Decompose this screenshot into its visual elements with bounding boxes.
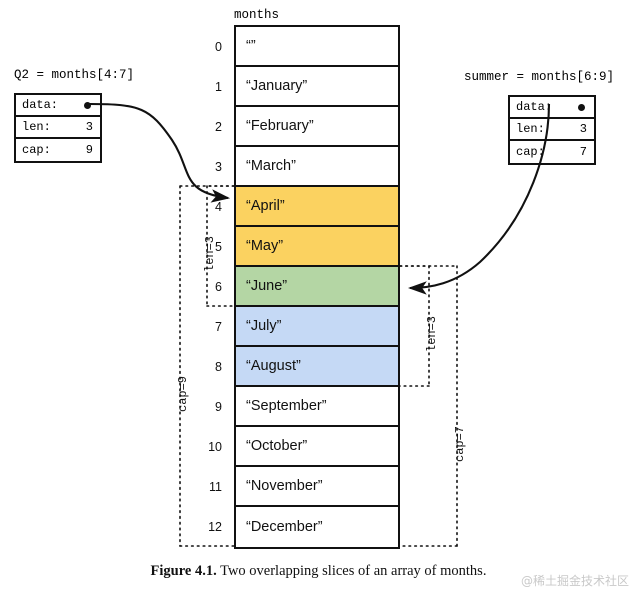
array-cell: “October” xyxy=(236,427,398,467)
q2-field-data-key: data: xyxy=(22,98,59,112)
q2-field-cap-key: cap: xyxy=(22,143,51,157)
pointer-dot-icon xyxy=(84,101,91,109)
array-cell-value: “” xyxy=(246,38,256,54)
array-index-label: 7 xyxy=(215,320,222,334)
array-cell-value: “April” xyxy=(246,198,285,214)
array-cell-value: “September” xyxy=(246,398,327,414)
array-cell: “January” xyxy=(236,67,398,107)
q2-field-len-value: 3 xyxy=(85,120,93,134)
array-cell-value: “October” xyxy=(246,438,308,454)
array-cell: “March” xyxy=(236,147,398,187)
summer-field-cap: cap: 7 xyxy=(510,141,594,163)
array-cell: “June” xyxy=(236,267,398,307)
summer-field-data: data: xyxy=(510,97,594,119)
array-cell-value: “August” xyxy=(246,358,301,374)
summer-slice-title: summer = months[6:9] xyxy=(464,70,615,84)
array-cell-value: “November” xyxy=(246,478,323,494)
q2-field-cap: cap: 9 xyxy=(16,139,100,161)
array-cell: “September” xyxy=(236,387,398,427)
q2-slice-struct: data: len: 3 cap: 9 xyxy=(14,93,102,163)
q2-field-data: data: xyxy=(16,95,100,117)
array-cell-value: “July” xyxy=(246,318,282,334)
array-cell: “July” xyxy=(236,307,398,347)
figure-caption: Figure 4.1. Two overlapping slices of an… xyxy=(0,563,637,580)
q2-len-label: len=3 xyxy=(203,235,217,272)
array-index-label: 8 xyxy=(215,360,222,374)
array-index-label: 9 xyxy=(215,400,222,414)
summer-cap-label: cap=7 xyxy=(453,425,467,462)
array-index-label: 5 xyxy=(215,240,222,254)
array-name-label: months xyxy=(234,8,280,22)
array-cell: “May” xyxy=(236,227,398,267)
array-cell-value: “March” xyxy=(246,158,296,174)
array-cell-value: “December” xyxy=(246,519,323,535)
figure-number: Figure 4.1. xyxy=(150,563,217,579)
watermark-label: @稀土掘金技术社区 xyxy=(520,574,629,588)
months-array-table: “” “January” “February” “March” “April” … xyxy=(234,25,400,549)
summer-field-cap-value: 7 xyxy=(579,145,587,159)
array-cell-value: “May” xyxy=(246,238,284,254)
array-index-label: 10 xyxy=(208,440,222,454)
summer-field-len: len: 3 xyxy=(510,119,594,141)
summer-slice-struct: data: len: 3 cap: 7 xyxy=(508,95,596,165)
q2-data-pointer-arrow xyxy=(89,102,231,203)
q2-field-len-key: len: xyxy=(22,120,51,134)
array-index-label: 3 xyxy=(215,160,222,174)
array-cell-value: “June” xyxy=(246,278,288,294)
figure-caption-text: Two overlapping slices of an array of mo… xyxy=(220,563,487,579)
array-index-label: 1 xyxy=(215,80,222,94)
array-index-label: 4 xyxy=(215,200,222,214)
array-cell: “November” xyxy=(236,467,398,507)
array-cell: “August” xyxy=(236,347,398,387)
q2-cap-label: cap=9 xyxy=(176,375,190,412)
array-index-label: 12 xyxy=(208,520,222,534)
q2-slice-title: Q2 = months[4:7] xyxy=(14,68,135,82)
array-index-label: 11 xyxy=(209,480,222,494)
summer-len-label: len=3 xyxy=(425,315,439,352)
summer-field-len-value: 3 xyxy=(579,122,587,136)
pointer-dot-icon xyxy=(578,103,585,111)
array-index-label: 2 xyxy=(215,120,222,134)
summer-field-len-key: len: xyxy=(516,122,545,136)
summer-field-cap-key: cap: xyxy=(516,145,545,159)
array-cell: “April” xyxy=(236,187,398,227)
q2-field-cap-value: 9 xyxy=(85,143,93,157)
array-cell-value: “February” xyxy=(246,118,314,134)
summer-field-data-key: data: xyxy=(516,100,553,114)
array-cell: “” xyxy=(236,27,398,67)
array-index-label: 6 xyxy=(215,280,222,294)
q2-field-len: len: 3 xyxy=(16,117,100,139)
array-cell: “February” xyxy=(236,107,398,147)
array-cell-value: “January” xyxy=(246,78,308,94)
summer-cap-bracket xyxy=(399,265,458,547)
array-cell: “December” xyxy=(236,507,398,547)
array-index-label: 0 xyxy=(215,40,222,54)
